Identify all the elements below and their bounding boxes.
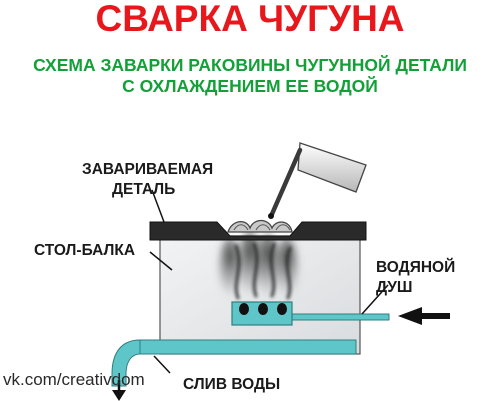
electrode (268, 142, 367, 219)
water-inflow-arrow (398, 307, 450, 325)
drain-pipe (111, 339, 357, 387)
label-weld-part-1: ЗАВАРИВАЕМАЯ (82, 161, 214, 178)
label-weld-part-2: ДЕТАЛЬ (112, 181, 176, 198)
watermark: vk.com/creativdom (3, 370, 145, 389)
label-table-beam: СТОЛ-БАЛКА (34, 242, 136, 259)
page-title: СВАРКА ЧУГУНА (95, 0, 405, 39)
label-water-shower-1: ВОДЯНОЙ (376, 259, 456, 276)
water-shower (231, 301, 390, 326)
subtitle-line-2: С ОХЛАЖДЕНИЕМ ЕЕ ВОДОЙ (122, 76, 378, 96)
subtitle-line-1: СХЕМА ЗАВАРКИ РАКОВИНЫ ЧУГУННОЙ ДЕТАЛИ (33, 55, 467, 75)
leader-lines (149, 189, 389, 374)
drain-outflow-arrow (112, 380, 126, 401)
steam-streaks (234, 242, 292, 300)
label-drain: СЛИВ ВОДЫ (183, 376, 281, 393)
welded-part (149, 221, 367, 241)
label-water-shower-2: ДУШ (376, 279, 413, 296)
weld-bead (227, 219, 293, 233)
